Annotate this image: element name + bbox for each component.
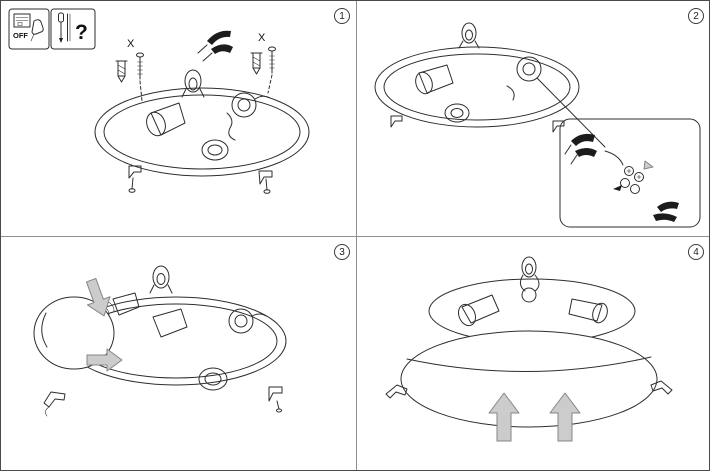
- push-up-arrow-icon: [488, 392, 520, 442]
- ceiling-plate: [374, 46, 580, 128]
- step-2-illustration: [374, 22, 701, 228]
- hand-icon: [31, 19, 44, 35]
- spotlight-cone: [152, 308, 188, 338]
- mounting-hook-icon: [458, 22, 480, 49]
- step-panel-4: [357, 237, 709, 470]
- small-arrow-icon: [643, 160, 654, 170]
- mounting-clip-left: [390, 115, 403, 128]
- screwdriver-icon: [58, 12, 64, 23]
- socket-cylinder: [198, 367, 228, 391]
- rotation-arrow-icon: [86, 348, 123, 372]
- step-number-badge: 1: [334, 8, 350, 24]
- shade-socket: [112, 292, 140, 316]
- spotlight-cone: [458, 294, 500, 327]
- wire: [226, 112, 236, 141]
- step-panel-1: OFF ?: [1, 1, 355, 235]
- callout-leader-line: [536, 77, 606, 148]
- horizontal-divider: [1, 236, 709, 237]
- callout-wiring-detail: [559, 118, 701, 228]
- mounting-clip-right: [650, 380, 673, 395]
- step-panel-2: [357, 1, 709, 235]
- x-mark: X: [127, 38, 135, 50]
- wire-stripper-icon: [653, 201, 679, 222]
- bulb-socket: [231, 92, 271, 118]
- mounting-hook-icon: [181, 69, 205, 98]
- mounting-clip-right: [258, 170, 273, 194]
- step-3-illustration: [33, 265, 287, 417]
- mounting-hook-icon: [519, 256, 540, 292]
- power-off-inset: OFF: [8, 8, 50, 50]
- step-number-badge: 4: [688, 244, 704, 260]
- insert-arrow-icon: [613, 185, 622, 191]
- off-label: OFF: [13, 31, 28, 40]
- step-number-badge: 2: [688, 8, 704, 24]
- spotlight-cone: [146, 102, 186, 137]
- screw-icon: [136, 52, 144, 58]
- screw-icon: [268, 46, 276, 52]
- bulb-socket: [521, 287, 537, 303]
- screw-and-anchor-left: X: [115, 38, 144, 102]
- mounting-clip-left: [43, 391, 66, 417]
- switch-icon: [13, 13, 31, 28]
- bulb-socket: [506, 56, 542, 101]
- mounting-clip-left: [385, 384, 408, 399]
- wire: [604, 150, 624, 166]
- x-mark: X: [258, 32, 266, 44]
- push-up-arrow-icon: [549, 392, 581, 442]
- vertical-divider: [356, 1, 357, 470]
- diffuser-dome: [400, 330, 658, 428]
- bulb-socket: [228, 308, 267, 334]
- step-panel-3: [1, 237, 355, 470]
- spotlight-cone: [568, 298, 608, 324]
- socket-cylinder: [201, 139, 229, 161]
- step-1-illustration: OFF ?: [8, 8, 310, 194]
- question-mark: ?: [75, 21, 88, 44]
- screw-and-anchor-right: X: [250, 32, 276, 94]
- rotation-arrow-icon: [85, 277, 111, 317]
- mounting-hook-icon: [149, 265, 173, 294]
- spotlight-cone: [415, 64, 454, 95]
- terminal-block: [620, 166, 644, 194]
- step-4-illustration: [385, 256, 673, 442]
- mounting-clip-right: [268, 386, 283, 413]
- step-number-badge: 3: [334, 244, 350, 260]
- ceiling-plate: [94, 87, 310, 177]
- socket-cylinder: [444, 103, 470, 123]
- glass-shade: [33, 292, 140, 370]
- mounting-clip-left: [128, 165, 142, 193]
- tools-question-inset: ?: [50, 8, 96, 50]
- wire-stripper-icon: [564, 133, 597, 165]
- wire-stripper-icon: [197, 30, 233, 62]
